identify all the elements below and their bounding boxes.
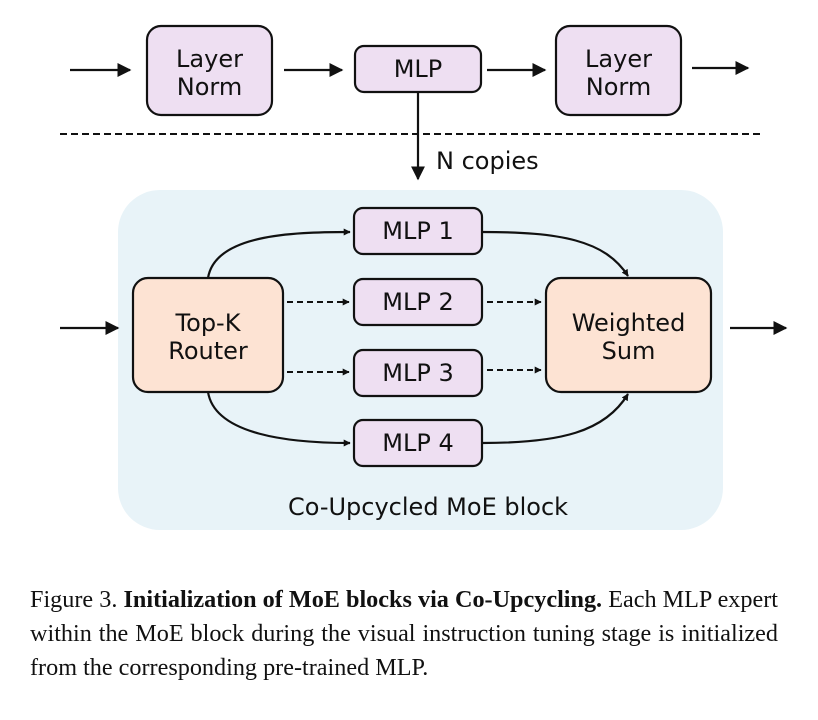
expert-label-1: MLP 1 <box>382 217 453 245</box>
expert-box-4: MLP 4 <box>352 418 484 468</box>
layernorm-left-box: Layer Norm <box>145 24 274 117</box>
expert-label-2: MLP 2 <box>382 288 453 316</box>
layernorm-right-box: Layer Norm <box>554 24 683 117</box>
weighted-sum-line2: Sum <box>602 337 656 365</box>
expert-1-to-sum-arrow <box>481 230 629 277</box>
caption-title: Initialization of MoE blocks via Co-Upcy… <box>123 586 603 613</box>
expert-box-2: MLP 2 <box>352 277 484 327</box>
router-line2: Router <box>168 337 248 365</box>
copies-label: N copies <box>436 147 539 175</box>
router-to-expert-4-arrow <box>206 391 351 447</box>
mlp-top-label: MLP <box>394 55 443 83</box>
expert-box-1: MLP 1 <box>352 206 484 256</box>
weighted-sum-box: Weighted Sum <box>544 276 713 394</box>
mlp-top-box: MLP <box>353 44 483 94</box>
layernorm-right-line2: Norm <box>586 73 651 101</box>
expert-label-3: MLP 3 <box>382 359 453 387</box>
layernorm-left-line2: Norm <box>177 73 242 101</box>
router-line1: Top-K <box>175 309 242 337</box>
figure-label: Figure 3. <box>30 586 118 613</box>
router-to-expert-1-arrow <box>206 228 351 279</box>
weighted-sum-line1: Weighted <box>572 309 686 337</box>
expert-label-4: MLP 4 <box>382 429 453 457</box>
moe-block-label: Co-Upcycled MoE block <box>288 493 568 521</box>
layernorm-right-line1: Layer <box>585 45 652 73</box>
router-box: Top-K Router <box>131 276 285 394</box>
expert-box-3: MLP 3 <box>352 348 484 398</box>
figure-caption: Figure 3. Initialization of MoE blocks v… <box>30 583 778 685</box>
layernorm-left-line1: Layer <box>176 45 243 73</box>
caption-body: Each MLP expert within the MoE block dur… <box>30 586 778 681</box>
expert-4-to-sum-arrow <box>481 393 629 445</box>
moe-diagram: Layer Norm MLP Layer Norm N copies Top-K… <box>60 24 788 530</box>
